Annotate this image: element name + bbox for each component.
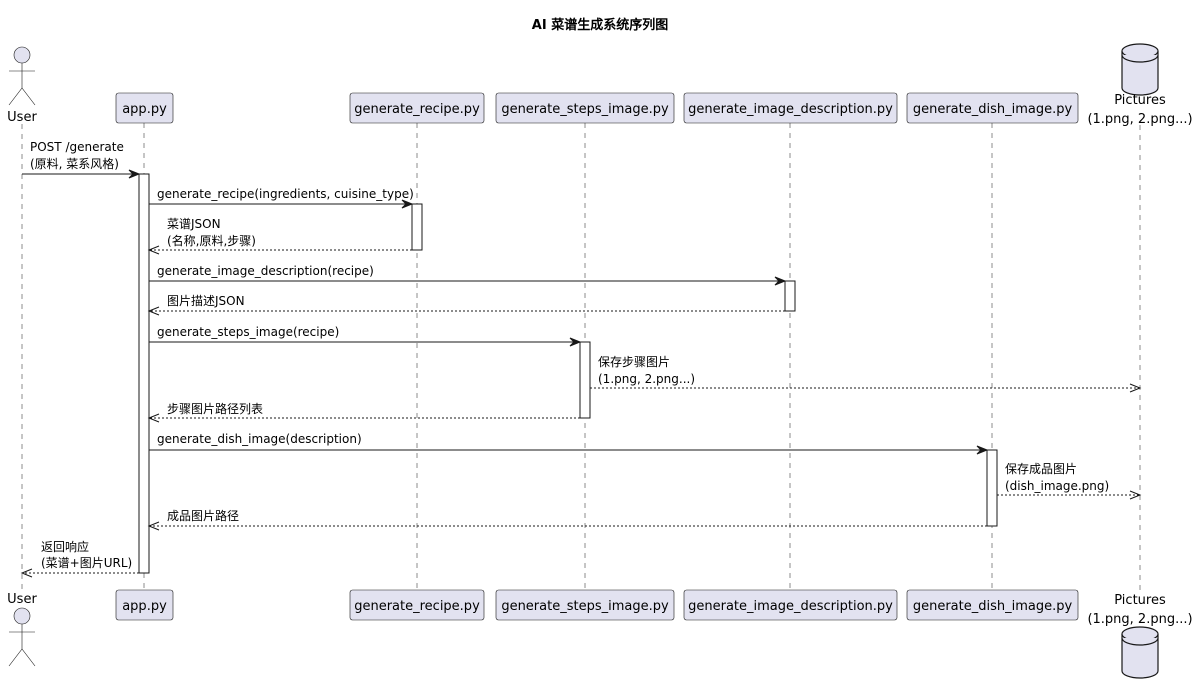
message-label: (dish_image.png) — [1005, 479, 1109, 493]
arrowhead-filled-icon — [401, 199, 414, 209]
participant-dish-top: generate_dish_image.py — [906, 92, 1079, 124]
message-7-steps-to-pics: 保存步骤图片 (1.png, 2.png...) — [590, 355, 1142, 393]
participant-desc-bottom: generate_image_description.py — [683, 589, 898, 621]
participant-steps-top: generate_steps_image.py — [495, 92, 675, 124]
participant-label-dish: generate_dish_image.py — [913, 102, 1073, 117]
participant-recipe-top: generate_recipe.py — [349, 92, 485, 124]
participant-label-app: app.py — [122, 102, 167, 117]
activation-bar-steps — [579, 341, 591, 419]
message-5-desc-to-app: 图片描述JSON — [147, 294, 785, 316]
activation-bar-desc — [784, 280, 796, 312]
participant-label-recipe: generate_recipe.py — [354, 599, 480, 614]
participant-label-steps: generate_steps_image.py — [501, 102, 669, 117]
diagram-title: AI 菜谱生成系统序列图 — [532, 17, 668, 33]
arrowhead-open-icon — [1129, 490, 1142, 500]
arrowhead-filled-icon — [976, 445, 989, 455]
actor-user-bottom: User — [7, 592, 37, 667]
participant-label-desc: generate_image_description.py — [688, 599, 893, 614]
message-label: generate_steps_image(recipe) — [157, 325, 339, 339]
database-pictures-top: Pictures (1.png, 2.png...) — [1087, 43, 1193, 127]
message-label: (1.png, 2.png...) — [598, 372, 695, 386]
participant-box — [906, 589, 1079, 621]
participant-desc-top: generate_image_description.py — [683, 92, 898, 124]
participant-label-pictures: (1.png, 2.png...) — [1087, 612, 1192, 627]
message-3-recipe-to-app: 菜谱JSON (名称,原料,步骤) — [147, 217, 412, 255]
actor-head-icon — [13, 607, 31, 625]
database-pictures-bottom: Pictures (1.png, 2.png...) — [1087, 593, 1193, 679]
participant-label-steps: generate_steps_image.py — [501, 599, 669, 614]
participant-box — [683, 92, 898, 124]
participant-label-pictures: Pictures — [1114, 93, 1166, 108]
message-label: generate_recipe(ingredients, cuisine_typ… — [157, 187, 414, 201]
message-label: (原料, 菜系风格) — [30, 156, 119, 171]
participant-label-user: User — [7, 592, 37, 607]
participant-box — [349, 92, 485, 124]
participant-box — [906, 92, 1079, 124]
arrowhead-open-icon — [147, 306, 160, 316]
message-11-dish-to-app: 成品图片路径 — [147, 508, 987, 531]
message-label: generate_dish_image(description) — [157, 432, 362, 446]
message-label: generate_image_description(recipe) — [157, 264, 374, 278]
message-2-app-to-recipe: generate_recipe(ingredients, cuisine_typ… — [149, 187, 414, 209]
arrowhead-open-icon — [1129, 383, 1142, 393]
participant-dish-bottom: generate_dish_image.py — [906, 589, 1079, 621]
participant-label-user: User — [7, 110, 37, 125]
actor-leg-right — [21, 648, 36, 667]
message-1-user-to-app: POST /generate (原料, 菜系风格) — [22, 140, 141, 179]
participant-label-dish: generate_dish_image.py — [913, 599, 1073, 614]
arrowhead-open-icon — [147, 413, 160, 423]
participant-label-desc: generate_image_description.py — [688, 102, 893, 117]
actor-leg-left — [8, 648, 23, 667]
participant-box — [683, 589, 898, 621]
participant-steps-bottom: generate_steps_image.py — [495, 589, 675, 621]
participant-box — [495, 92, 675, 124]
arrowhead-filled-icon — [569, 337, 582, 347]
actor-user-top: User — [7, 46, 37, 125]
participant-box — [495, 589, 675, 621]
participant-app-top: app.py — [115, 92, 174, 124]
message-label: 返回响应 — [41, 539, 89, 554]
message-label: (名称,原料,步骤) — [167, 233, 256, 248]
arrowhead-open-icon — [20, 568, 33, 578]
message-label: (菜谱+图片URL) — [41, 556, 132, 570]
participant-box — [115, 589, 174, 621]
participant-label-recipe: generate_recipe.py — [354, 102, 480, 117]
actor-leg-left — [8, 87, 23, 106]
message-4-app-to-desc: generate_image_description(recipe) — [149, 264, 787, 286]
message-10-dish-to-pics: 保存成品图片 (dish_image.png) — [997, 462, 1142, 500]
participant-box — [115, 92, 174, 124]
participant-label-pictures: Pictures — [1114, 593, 1166, 608]
arrowhead-filled-icon — [128, 169, 141, 179]
message-label: 保存步骤图片 — [598, 355, 670, 369]
participant-app-bottom: app.py — [115, 589, 174, 621]
message-12-app-to-user: 返回响应 (菜谱+图片URL) — [20, 539, 139, 578]
message-label: 成品图片路径 — [167, 508, 239, 523]
activation-bar-dish — [986, 449, 998, 527]
actor-head-icon — [13, 46, 31, 64]
database-rim-inner — [1121, 54, 1159, 63]
message-label: 图片描述JSON — [167, 294, 245, 308]
message-9-app-to-dish: generate_dish_image(description) — [149, 432, 989, 455]
message-label: POST /generate — [30, 140, 124, 154]
activation-bar-recipe — [411, 203, 423, 251]
arrowhead-open-icon — [147, 521, 160, 531]
message-6-app-to-steps: generate_steps_image(recipe) — [149, 325, 582, 347]
message-label: 菜谱JSON — [167, 217, 221, 231]
participant-label-pictures: (1.png, 2.png...) — [1087, 112, 1192, 127]
actor-leg-right — [21, 87, 36, 106]
participant-box — [349, 589, 485, 621]
message-label: 步骤图片路径列表 — [167, 401, 263, 416]
arrowhead-open-icon — [147, 245, 160, 255]
database-rim-inner — [1121, 637, 1159, 646]
participant-recipe-bottom: generate_recipe.py — [349, 589, 485, 621]
arrowhead-filled-icon — [774, 276, 787, 286]
activation-bar-app — [138, 173, 150, 574]
message-8-steps-to-app: 步骤图片路径列表 — [147, 401, 580, 423]
message-label: 保存成品图片 — [1005, 462, 1077, 476]
participant-label-app: app.py — [122, 599, 167, 614]
